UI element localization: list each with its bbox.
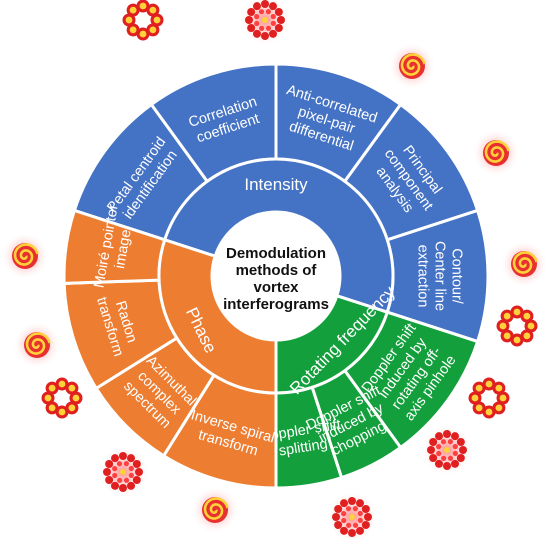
rings-icon [326,491,378,543]
spiral-icon [1,232,49,280]
center-title-line: methods of [236,262,318,279]
spiral-icon [191,486,239,534]
center-title-line: Demodulation [226,245,326,262]
spiral-icon [388,42,436,90]
method-label-line: splitting [278,436,329,459]
category-intensity-ring [162,157,395,315]
petals-icon [468,377,510,419]
rings-icon [97,446,149,498]
petals-icon [122,0,164,41]
method-label-line: image [112,228,135,270]
method-label-line: Contour/ [449,248,465,305]
spiral-icon [472,129,520,177]
center-title-line: interferograms [223,296,329,313]
center-disc [212,212,340,340]
petals-icon [496,305,538,347]
method-label-line: Center line [432,241,448,311]
rings-icon [421,424,473,476]
method-label-line: extraction [415,245,431,308]
spiral-icon [13,321,61,369]
center-title-line: vortex [253,279,299,296]
spiral-icon [500,240,548,288]
rings-icon [239,0,291,46]
petals-icon [41,377,83,419]
category-intensity-label: Intensity [244,175,308,194]
